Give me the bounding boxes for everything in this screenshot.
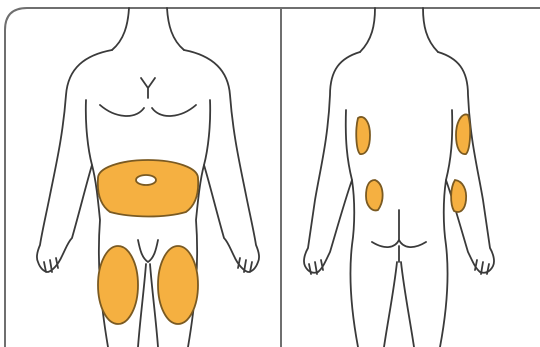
- front-neck-left: [112, 8, 129, 50]
- back-figure: [304, 8, 494, 347]
- back-right-inner-arm: [446, 110, 452, 180]
- front-left-inner-leg: [138, 264, 146, 347]
- right-upper-arm-region: [456, 114, 470, 154]
- abdomen-region: [98, 160, 198, 217]
- right-thigh-region: [158, 246, 198, 324]
- front-neck-right: [167, 8, 184, 50]
- back-left-inner-arm: [346, 110, 352, 180]
- left-upper-arm-region: [356, 117, 370, 154]
- diagram-frame: [5, 8, 540, 347]
- back-neck-right: [423, 8, 438, 52]
- back-highlight-regions: [356, 114, 470, 212]
- back-left-inner-leg: [384, 262, 397, 347]
- left-flank-region: [366, 180, 383, 210]
- front-crotch: [138, 240, 158, 262]
- frame-outline: [5, 8, 540, 347]
- right-flank-region: [451, 180, 466, 212]
- front-sternum-notch: [141, 78, 155, 98]
- front-chest-left: [100, 105, 144, 116]
- navel-marker: [136, 175, 156, 185]
- back-right-hand-fingers: [475, 260, 489, 274]
- back-left-hand-fingers: [309, 260, 323, 274]
- left-thigh-region: [98, 246, 138, 324]
- front-left-inner-arm: [86, 100, 92, 165]
- front-right-inner-arm: [204, 100, 210, 165]
- front-chest-right: [152, 105, 196, 116]
- back-right-inner-leg: [401, 262, 414, 347]
- front-right-inner-leg: [150, 264, 158, 347]
- back-neck-left: [360, 8, 375, 52]
- back-left-contour: [304, 52, 360, 347]
